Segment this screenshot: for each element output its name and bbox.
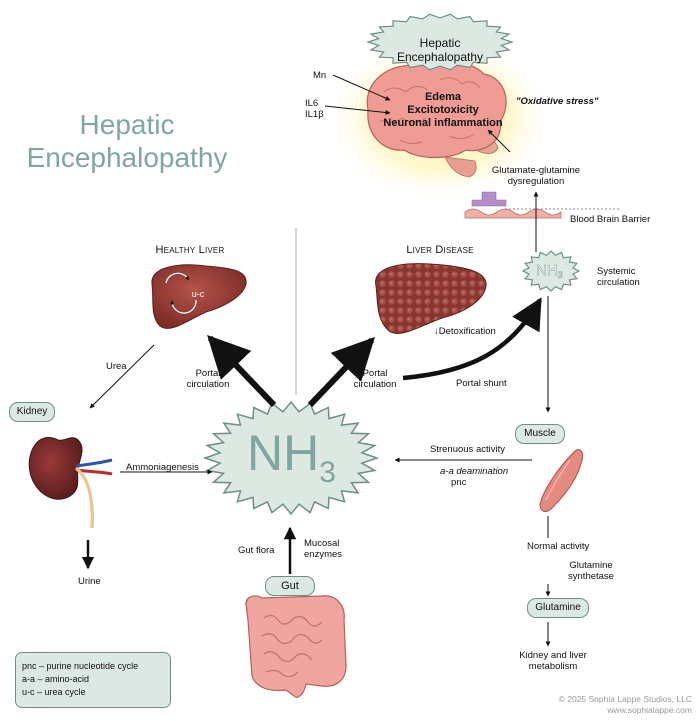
urea-cycle-label: u-c — [191, 289, 205, 299]
label-il6: IL6 — [305, 98, 319, 109]
label-urea: Urea — [106, 361, 127, 372]
nh3-central-burst — [202, 400, 380, 516]
label-gut-flora: Gut flora — [238, 545, 275, 556]
label-strenuous-activity: Strenuous activity — [430, 444, 505, 455]
legend-box: pnc – purine nucleotide cycle a-a – amin… — [15, 652, 171, 708]
liver-disease-title: Liver Disease — [406, 244, 474, 256]
thick-arrows — [81, 297, 542, 574]
label-excitotoxicity: Excitotoxicity — [407, 104, 479, 116]
node-gut: Gut — [265, 576, 315, 596]
label-edema: Edema — [424, 91, 462, 103]
legend-item: a-a – amino-acid — [22, 674, 90, 684]
label-aa-deamination: a-a deamination — [440, 466, 509, 477]
healthy-liver-illustration — [151, 264, 247, 329]
label-blood-brain-barrier: Blood Brain Barrier — [570, 214, 651, 225]
label-kidney-liver-metabolism: Kidney and liver metabolism — [519, 650, 587, 672]
brain-badge-burst — [366, 13, 514, 71]
label-portal-circulation-right: Portal circulation — [353, 368, 397, 390]
label-glutamine-synthetase: Glutamine synthetase — [568, 560, 614, 582]
blood-brain-barrier-graphic — [464, 191, 620, 219]
thin-arrows — [89, 74, 551, 647]
healthy-liver-title: Healthy Liver — [155, 244, 225, 256]
label-portal-shunt: Portal shunt — [456, 378, 507, 389]
node-kidney: Kidney — [9, 402, 55, 422]
label-glutamate-glutamine: Glutamate-glutamine dysregulation — [491, 165, 581, 187]
label-mucosal-enzymes: Mucosal enzymes — [304, 538, 343, 560]
kidney-illustration — [28, 437, 113, 529]
label-portal-circulation-left: Portal circulation — [186, 368, 230, 390]
node-glutamine: Glutamine — [527, 598, 589, 618]
node-muscle: Muscle — [515, 424, 565, 444]
diseased-liver-illustration — [375, 263, 487, 334]
label-detoxification: ↓Detoxification — [434, 326, 496, 337]
nh3-central-text: NH3 — [247, 425, 336, 489]
brain-illustration — [366, 59, 507, 178]
label-normal-activity: Normal activity — [527, 541, 590, 552]
label-neuronal-inflammation: Neuronal inflammation — [383, 117, 503, 129]
label-il1b: IL1β — [305, 109, 324, 120]
label-pnc: pnc — [451, 477, 467, 488]
label-mn: Mn — [313, 70, 327, 81]
nh3-systemic-burst — [521, 250, 581, 292]
page-title: Hepatic Encephalopathy — [26, 109, 228, 173]
nh3-systemic-text: NH3 — [536, 262, 563, 280]
label-urine: Urine — [78, 576, 101, 587]
label-ammoniagenesis: Ammoniagenesis — [126, 462, 199, 473]
muscle-illustration — [539, 449, 583, 512]
legend-item: u-c – urea cycle — [22, 687, 86, 697]
website-text: www.sophialappe.com — [607, 705, 692, 715]
copyright-text: © 2025 Sophia Lappe Studios, LLC — [558, 694, 692, 704]
legend-item: pnc – purine nucleotide cycle — [22, 661, 139, 671]
gut-illustration — [245, 595, 347, 698]
label-systemic-circulation: Systemic circulation — [597, 266, 640, 288]
label-oxidative-stress: "Oxidative stress" — [516, 96, 599, 107]
brain-badge-text: Hepatic Encephalopathy — [396, 36, 484, 64]
